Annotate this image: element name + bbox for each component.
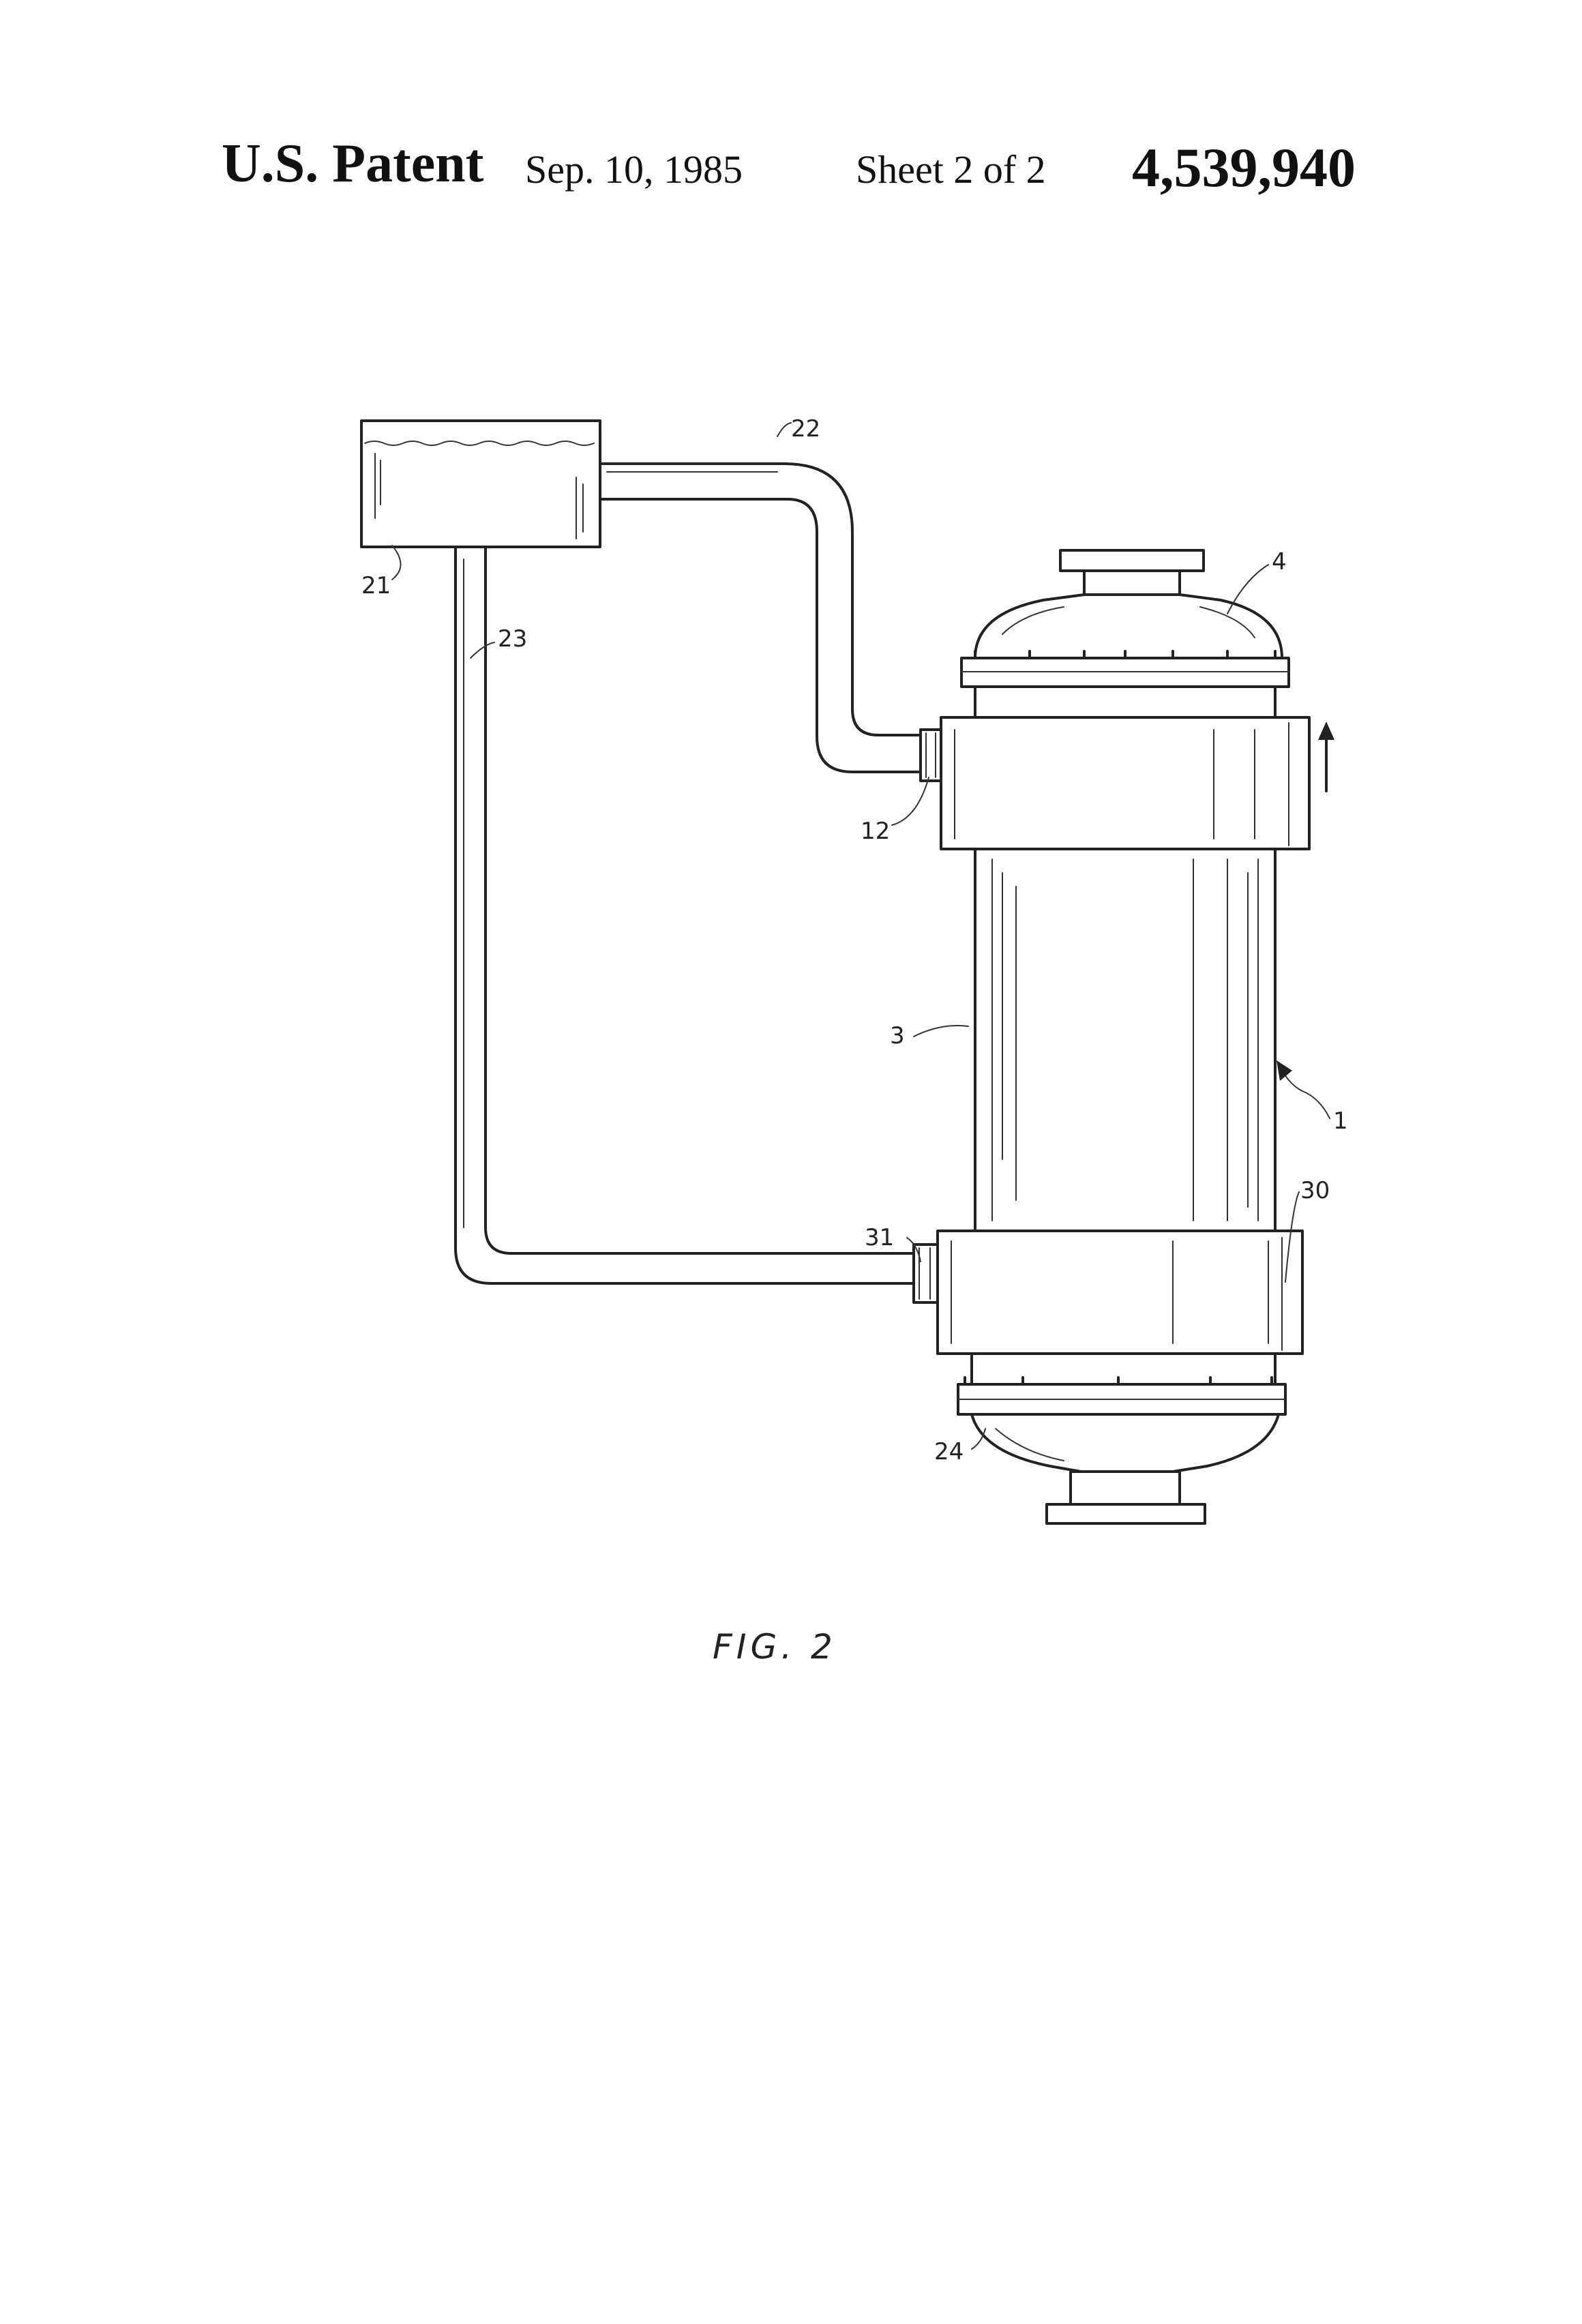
tank (361, 421, 600, 547)
lower-jacket (914, 1231, 1302, 1354)
figure-caption: FIG. 2 (713, 1627, 837, 1667)
upper-jacket (921, 717, 1309, 849)
ref-24: 24 (934, 1438, 964, 1465)
ref-12: 12 (861, 818, 890, 845)
lower-head (958, 1354, 1285, 1523)
ref-22: 22 (791, 415, 820, 443)
ref-1: 1 (1333, 1107, 1348, 1135)
upper-head (961, 550, 1289, 717)
pipe-22 (600, 464, 921, 772)
ref-31: 31 (865, 1224, 894, 1251)
flow-arrow (1318, 721, 1334, 791)
ref-30: 30 (1300, 1177, 1330, 1204)
ref-23: 23 (498, 625, 527, 653)
ref-21: 21 (361, 572, 391, 599)
ref-4: 4 (1272, 548, 1287, 576)
pipe-23 (456, 547, 914, 1283)
ref-3: 3 (890, 1022, 905, 1049)
column-body (975, 849, 1275, 1231)
